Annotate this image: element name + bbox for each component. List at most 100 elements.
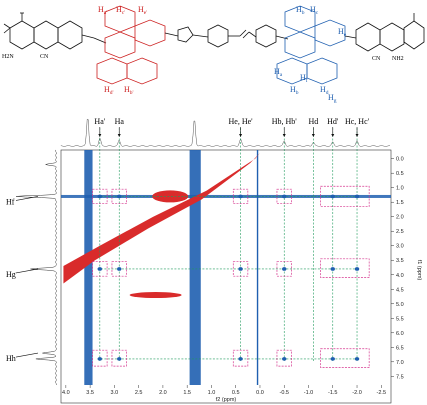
right-pyran-ring: [379, 22, 405, 52]
peak-label-left-2: Hh: [6, 354, 16, 363]
y-tick-label-0: 0.0: [396, 157, 404, 163]
y-tick-label-9: 4.5: [396, 287, 404, 293]
x-tick-label-0: 4.0: [62, 390, 70, 396]
cross-peak-10: [282, 267, 287, 271]
y-tick-label-11: 5.5: [396, 316, 404, 322]
cross-peak-17: [354, 357, 360, 361]
peak-arrow-left-2: [15, 352, 39, 358]
left-amine-label: H2N: [2, 54, 14, 60]
positive-peak-diagonal-1-3: [152, 190, 189, 203]
right-assignment-d: Hd: [320, 85, 329, 96]
cross-peak-5: [117, 357, 122, 361]
molecular-structure: [3, 5, 425, 85]
x-tick-label-2: 3.0: [111, 390, 119, 396]
y-tick-label-2: 1.0: [396, 186, 404, 192]
peak-arrowhead-top-1: [117, 134, 121, 137]
structure-labels: H2N CN CN NH2: [2, 54, 404, 62]
highlight-box-2: [92, 261, 108, 277]
right-phenyl-ring: [355, 22, 381, 52]
y-tick-label-7: 3.5: [396, 258, 404, 264]
peak-label-top-1: Ha: [115, 117, 125, 126]
x-tick-label-5: 1.5: [183, 390, 191, 396]
peak-label-top-5: Hd': [327, 117, 339, 126]
cross-peak-9: [282, 194, 287, 199]
highlight-box-5: [111, 349, 127, 367]
cross-peak-1: [117, 194, 122, 199]
right-assignment-a: Ha: [274, 67, 283, 78]
peak-label-top-0: Ha': [94, 117, 105, 126]
x-axis-title: f2 (ppm): [216, 397, 237, 403]
highlight-box-9: [276, 188, 292, 205]
right-assignment-e: He: [338, 27, 347, 38]
right-assignment-f: Hf: [300, 73, 308, 84]
right-cyclohexanone-ring: [403, 20, 425, 50]
cross-peak-11: [282, 357, 287, 361]
right-nitrile-label: CN: [372, 56, 381, 62]
diagonal-peak-band: [63, 152, 260, 284]
x-tick-label-9: -0.5: [279, 390, 288, 396]
solvent-band-0: [84, 150, 93, 385]
x-tick-label-10: -1.0: [304, 390, 313, 396]
peak-arrowhead-top-3: [282, 134, 286, 137]
left-pillararene: [96, 5, 166, 85]
peak-arrowhead-top-5: [331, 134, 335, 137]
cross-peak-12: [330, 194, 335, 199]
left-assignment-dprime: Hd': [104, 85, 114, 96]
peak-arrowhead-top-4: [311, 134, 315, 137]
x-tick-label-13: -2.5: [377, 390, 386, 396]
right-assignment-b: Hb: [296, 5, 305, 16]
plot-frame: [60, 149, 392, 404]
y-axis-title: f1 (ppm): [416, 260, 422, 281]
cross-peak-2: [97, 267, 103, 271]
cross-peak-13: [354, 194, 360, 199]
y-tick-label-8: 4.0: [396, 273, 404, 279]
cross-peak-7: [238, 267, 243, 271]
highlight-box-3: [111, 261, 127, 277]
peak-arrow-left-0: [15, 196, 39, 201]
right-assignment-b: Hb: [290, 85, 299, 96]
x-tick-label-6: 1.0: [208, 390, 216, 396]
y-tick-label-13: 6.5: [396, 345, 404, 351]
y-tick-label-14: 7.0: [396, 360, 404, 366]
highlight-box-8: [232, 349, 249, 367]
left-assignment-aprime: Ha': [98, 5, 107, 16]
left-cyclohexanone-ring: [9, 20, 35, 50]
highlight-box-4: [92, 349, 108, 367]
cross-peak-6: [238, 194, 243, 199]
x-tick-label-3: 2.5: [135, 390, 143, 396]
f2-projection-trace: [60, 118, 391, 147]
x-tick-label-12: -2.0: [352, 390, 361, 396]
left-phenyl-ring: [57, 20, 83, 50]
highlight-box-7: [232, 261, 249, 277]
cross-peak-15: [354, 267, 360, 271]
y-tick-label-12: 6.0: [396, 331, 404, 337]
peak-label-top-6: Hc, Hc': [345, 117, 370, 126]
y-tick-label-6: 3.0: [396, 244, 404, 250]
highlight-box-6: [232, 188, 249, 205]
left-pyran-ring: [33, 20, 59, 50]
right-pillararene: [276, 5, 346, 85]
y-tick-label-3: 1.5: [396, 200, 404, 206]
plot-content: [61, 128, 391, 385]
y-tick-label-10: 5.0: [396, 302, 404, 308]
y-tick-label-5: 2.5: [396, 229, 404, 235]
highlight-box-14: [320, 348, 370, 368]
f2-projection-spectrum: [60, 118, 391, 147]
highlight-box-11: [276, 349, 292, 367]
left-assignment-bprime: Hb': [124, 85, 134, 96]
peak-arrowhead-top-6: [355, 134, 359, 137]
peak-arrowhead-top-0: [98, 134, 102, 137]
cross-peak-4: [97, 357, 103, 361]
f1-projection-trace: [15, 149, 57, 386]
cross-peak-0: [97, 194, 103, 199]
cross-peak-16: [330, 357, 335, 361]
f1-projection-spectrum: [15, 149, 57, 386]
left-nitrile-label: CN: [40, 54, 49, 60]
x-tick-label-7: 0.5: [232, 390, 240, 396]
left-proton-assignments: Ha'Hc'He'Hd'Hb': [98, 5, 147, 96]
